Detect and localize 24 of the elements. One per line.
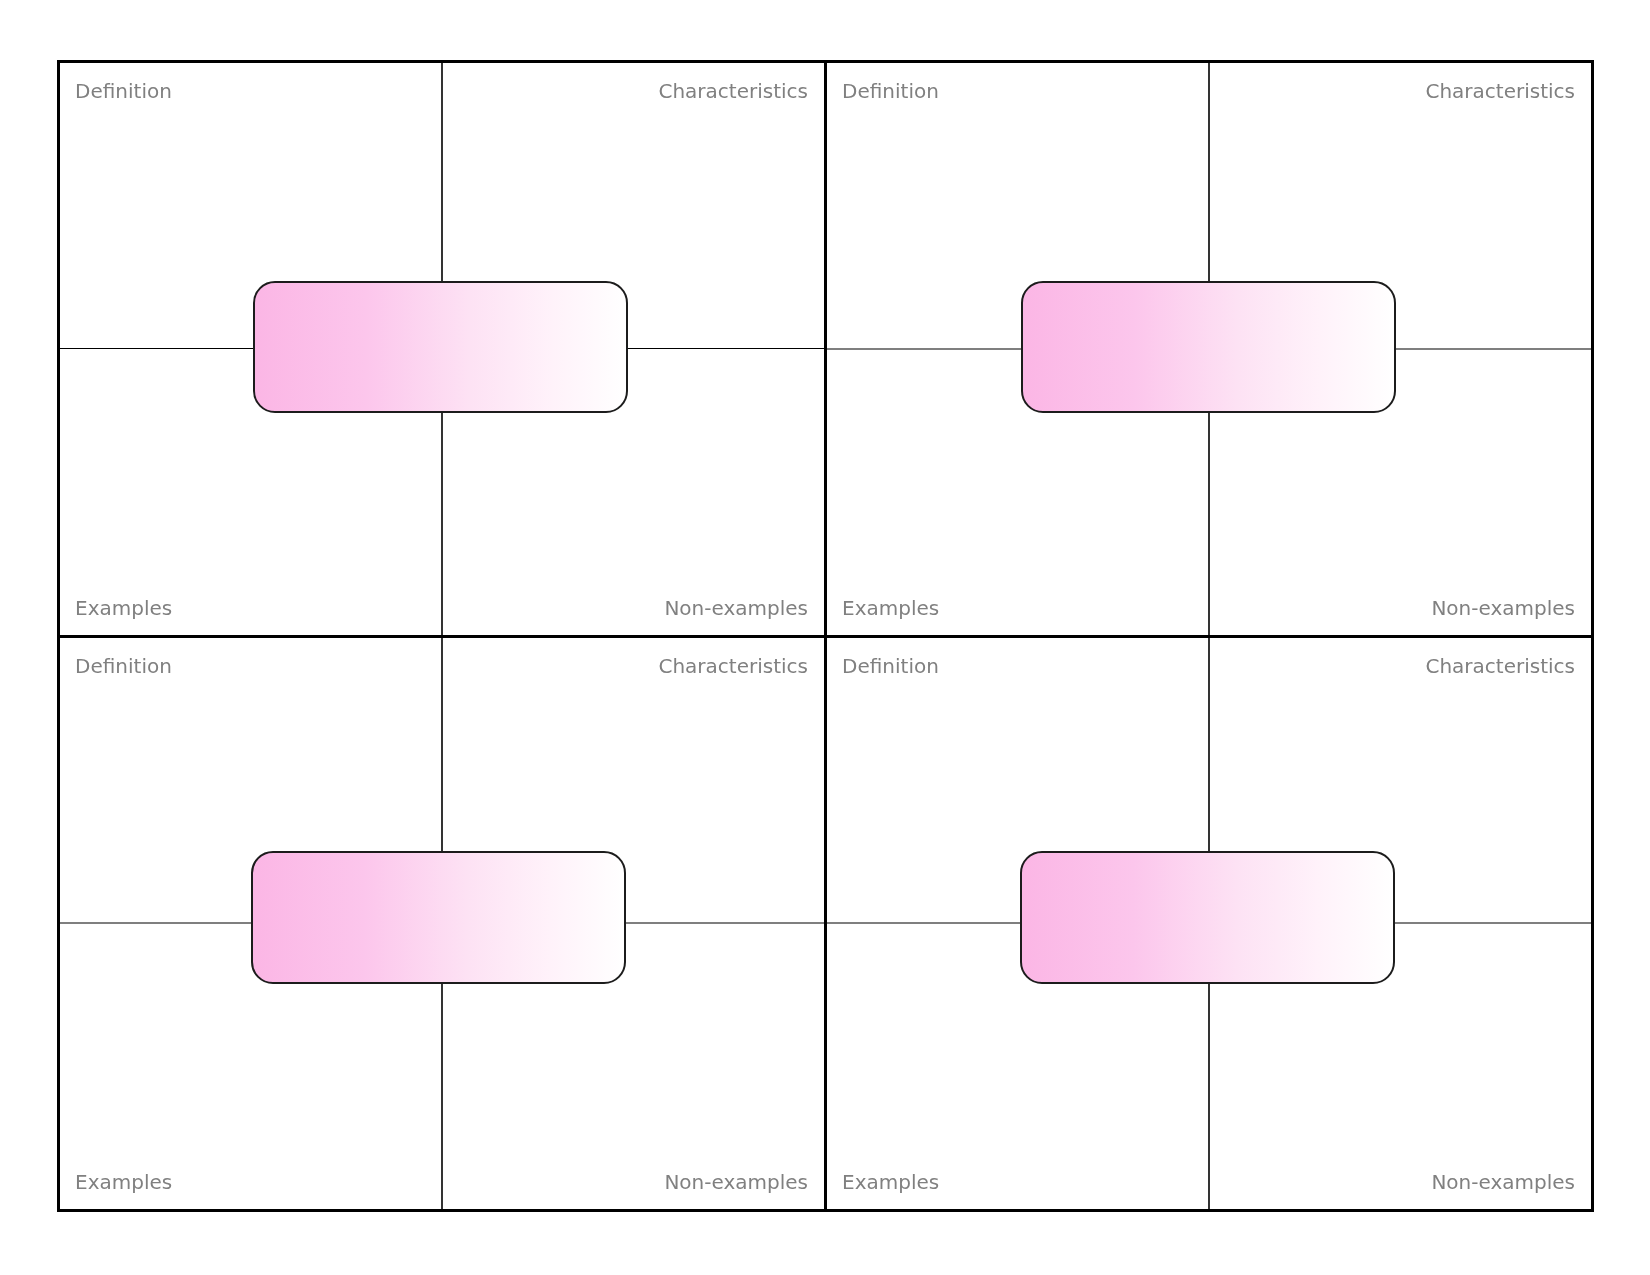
quadrant-label: Non-examples <box>664 596 808 620</box>
quadrant-label: Non-examples <box>1431 596 1575 620</box>
term-box <box>1019 851 1395 984</box>
quadrant-label: Examples <box>842 1170 940 1194</box>
frayer-panel <box>824 635 1594 1212</box>
quadrant-label: Examples <box>75 1170 173 1194</box>
term-box <box>250 851 626 984</box>
quadrant-label: Characteristics <box>1425 654 1575 678</box>
quadrant-label: Non-examples <box>1431 1170 1575 1194</box>
quadrant-label: Definition <box>75 79 172 103</box>
quadrant-label: Characteristics <box>658 79 808 103</box>
quadrant-label: Definition <box>75 654 172 678</box>
quadrant-label: Examples <box>75 596 173 620</box>
term-box <box>252 281 628 413</box>
quadrant-label: Examples <box>842 596 940 620</box>
frayer-panel <box>57 635 827 1212</box>
quadrant-label: Definition <box>842 654 939 678</box>
quadrant-label: Definition <box>842 79 939 103</box>
quadrant-label: Characteristics <box>1425 79 1575 103</box>
quadrant-label: Non-examples <box>664 1170 808 1194</box>
quadrant-label: Characteristics <box>658 654 808 678</box>
frayer-panel <box>824 60 1594 638</box>
frayer-panel <box>57 60 827 638</box>
term-box <box>1020 281 1396 413</box>
